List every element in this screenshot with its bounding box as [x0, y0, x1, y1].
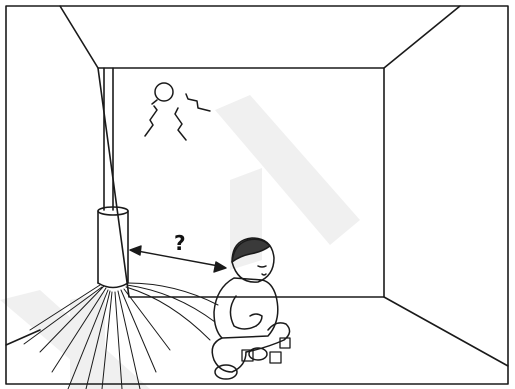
light-bulb-icon — [145, 83, 210, 140]
question-mark-label: ? — [174, 231, 186, 255]
floor-edge-left — [6, 330, 40, 345]
floor-edge-right — [384, 297, 508, 366]
ceiling-edge-right — [384, 6, 460, 68]
toy-block — [270, 352, 281, 363]
ceiling-edge-left — [60, 6, 98, 68]
